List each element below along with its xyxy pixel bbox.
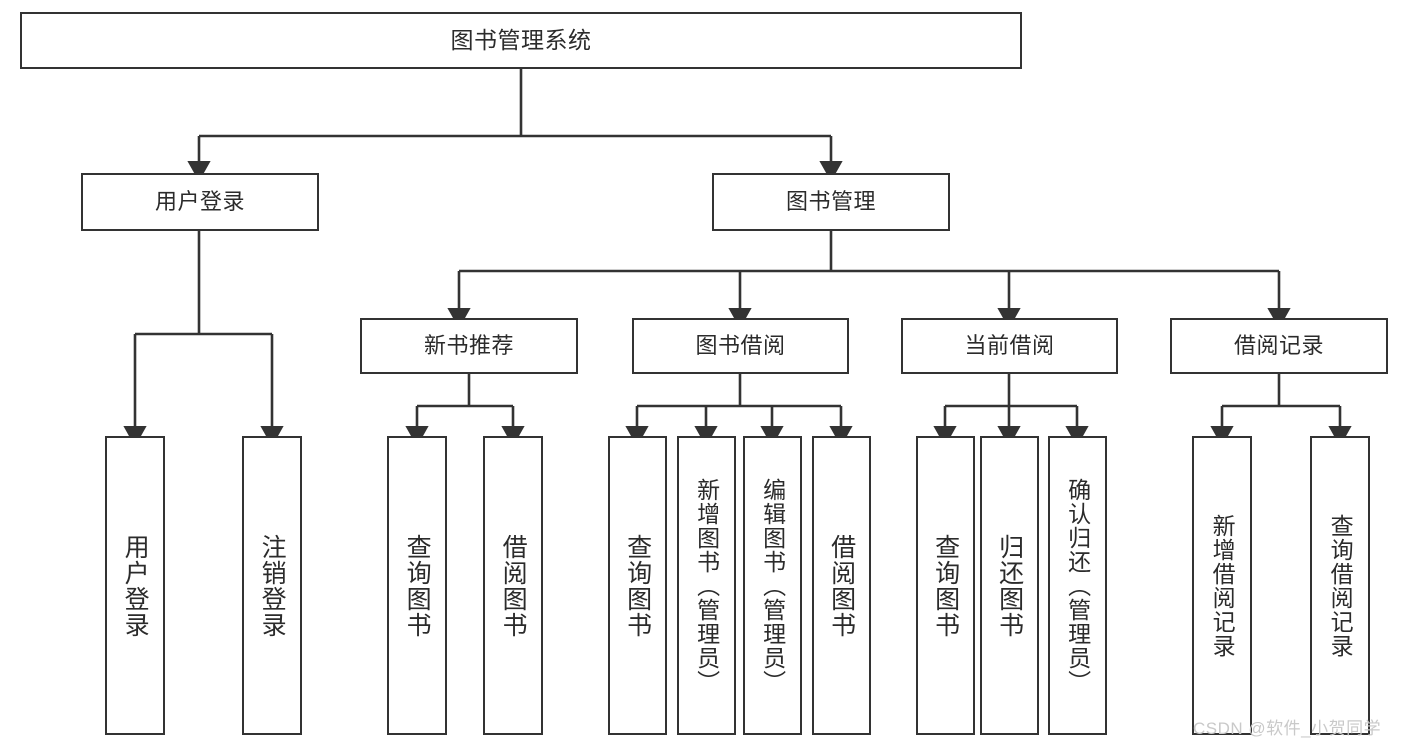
node-book-borrow[interactable]: 图书借阅 bbox=[632, 318, 849, 374]
node-label: 查询图书 bbox=[931, 533, 960, 638]
node-label: 用户登录 bbox=[154, 188, 245, 214]
node-label: 查询图书 bbox=[623, 533, 652, 638]
node-leaf-query-book-1[interactable]: 查询图书 bbox=[387, 436, 447, 735]
csdn-watermark: CSDN @软件_小贺同学 bbox=[1193, 719, 1382, 738]
node-new-book-recommend[interactable]: 新书推荐 bbox=[360, 318, 578, 374]
node-label: 查询借阅记录 bbox=[1327, 513, 1354, 658]
node-label: 借阅记录 bbox=[1233, 332, 1324, 358]
node-leaf-add-book[interactable]: 新增图书（管理员） bbox=[677, 436, 736, 735]
node-label: 图书管理系统 bbox=[450, 26, 592, 53]
node-user-login[interactable]: 用户登录 bbox=[81, 173, 319, 231]
node-borrow-record[interactable]: 借阅记录 bbox=[1170, 318, 1388, 374]
node-label: 图书管理 bbox=[785, 188, 876, 214]
node-leaf-logout-login[interactable]: 注销登录 bbox=[242, 436, 302, 735]
node-leaf-confirm-return[interactable]: 确认归还（管理员） bbox=[1048, 436, 1107, 735]
node-label: 借阅图书 bbox=[827, 533, 856, 638]
node-label: 新增图书（管理员） bbox=[693, 477, 720, 694]
node-label: 用户登录 bbox=[121, 533, 150, 638]
node-label: 确认归还（管理员） bbox=[1064, 477, 1091, 694]
node-leaf-return-book[interactable]: 归还图书 bbox=[980, 436, 1039, 735]
node-label: 新书推荐 bbox=[423, 332, 514, 358]
node-current-borrow[interactable]: 当前借阅 bbox=[901, 318, 1118, 374]
node-book-management[interactable]: 图书管理 bbox=[712, 173, 950, 231]
node-leaf-query-book-2[interactable]: 查询图书 bbox=[608, 436, 667, 735]
node-label: 图书借阅 bbox=[695, 332, 786, 358]
node-leaf-query-borrow-record[interactable]: 查询借阅记录 bbox=[1310, 436, 1370, 735]
node-root-book-management-system[interactable]: 图书管理系统 bbox=[20, 12, 1022, 69]
node-label: 归还图书 bbox=[995, 533, 1024, 638]
node-label: 借阅图书 bbox=[499, 533, 528, 638]
node-leaf-borrow-book-1[interactable]: 借阅图书 bbox=[483, 436, 543, 735]
node-leaf-user-login[interactable]: 用户登录 bbox=[105, 436, 165, 735]
node-leaf-edit-book[interactable]: 编辑图书（管理员） bbox=[743, 436, 802, 735]
node-leaf-borrow-book-2[interactable]: 借阅图书 bbox=[812, 436, 871, 735]
node-label: 查询图书 bbox=[403, 533, 432, 638]
node-label: 注销登录 bbox=[258, 533, 287, 638]
node-leaf-query-book-3[interactable]: 查询图书 bbox=[916, 436, 975, 735]
node-label: 新增借阅记录 bbox=[1209, 513, 1236, 658]
node-leaf-add-borrow-record[interactable]: 新增借阅记录 bbox=[1192, 436, 1252, 735]
node-label: 编辑图书（管理员） bbox=[759, 477, 786, 694]
node-label: 当前借阅 bbox=[964, 332, 1055, 358]
